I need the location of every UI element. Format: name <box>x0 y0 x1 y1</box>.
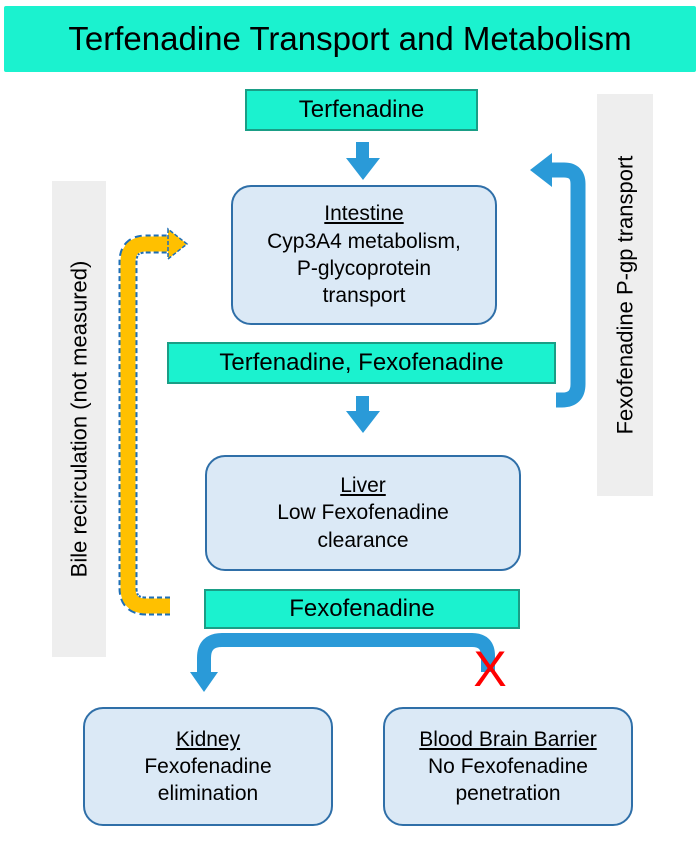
kidney-line-2: elimination <box>157 782 259 806</box>
node-terfenadine-fexofenadine: Terfenadine, Fexofenadine <box>167 342 556 384</box>
bbb-line-2: penetration <box>455 782 561 806</box>
node-terfenadine-label: Terfenadine <box>298 96 425 123</box>
liver-line-2: clearance <box>317 528 409 552</box>
pgp-transport-label-box: Fexofenadine P-gp transport <box>597 94 653 496</box>
intestine-line-3: transport <box>322 284 406 308</box>
intestine-line-2: P-glycoprotein <box>296 257 432 280</box>
arrow-bile-recirculation <box>118 227 189 616</box>
intestine-line-1: Cyp3A4 metabolism, <box>267 229 461 253</box>
liver-heading: Liver <box>340 474 386 498</box>
blood-brain-barrier-box: Blood Brain Barrier No Fexofenadine pene… <box>383 707 633 826</box>
title-banner: Terfenadine Transport and Metabolism <box>4 6 696 72</box>
liver-line-1: Low Fexofenadine <box>277 501 449 525</box>
intestine-box: Intestine Cyp3A4 metabolism, P-glycoprot… <box>231 185 497 325</box>
diagram-title: Terfenadine Transport and Metabolism <box>68 20 632 57</box>
intestine-heading: Intestine <box>324 202 404 226</box>
arrow-pgp-transport-loop <box>530 153 586 408</box>
kidney-line-1: Fexofenadine <box>144 754 272 778</box>
kidney-box: Kidney Fexofenadine elimination <box>83 707 333 826</box>
bbb-line-1: No Fexofenadine <box>428 754 588 778</box>
node-terfenadine: Terfenadine <box>245 89 478 131</box>
kidney-heading: Kidney <box>175 727 241 751</box>
liver-box: Liver Low Fexofenadine clearance <box>205 455 521 571</box>
arrow-fexofenadine-split <box>190 633 495 692</box>
bile-recirculation-label-box: Bile recirculation (not measured) <box>52 181 106 657</box>
bbb-heading: Blood Brain Barrier <box>419 727 597 751</box>
node-fexofenadine-label: Fexofenadine <box>289 595 435 622</box>
node-fexofenadine: Fexofenadine <box>204 589 520 629</box>
arrow-to-liver <box>346 396 380 433</box>
node-terfenadine-fexofenadine-label: Terfenadine, Fexofenadine <box>219 349 504 376</box>
blocked-x-mark: X <box>473 641 507 697</box>
arrow-terfenadine-to-intestine <box>346 142 380 180</box>
